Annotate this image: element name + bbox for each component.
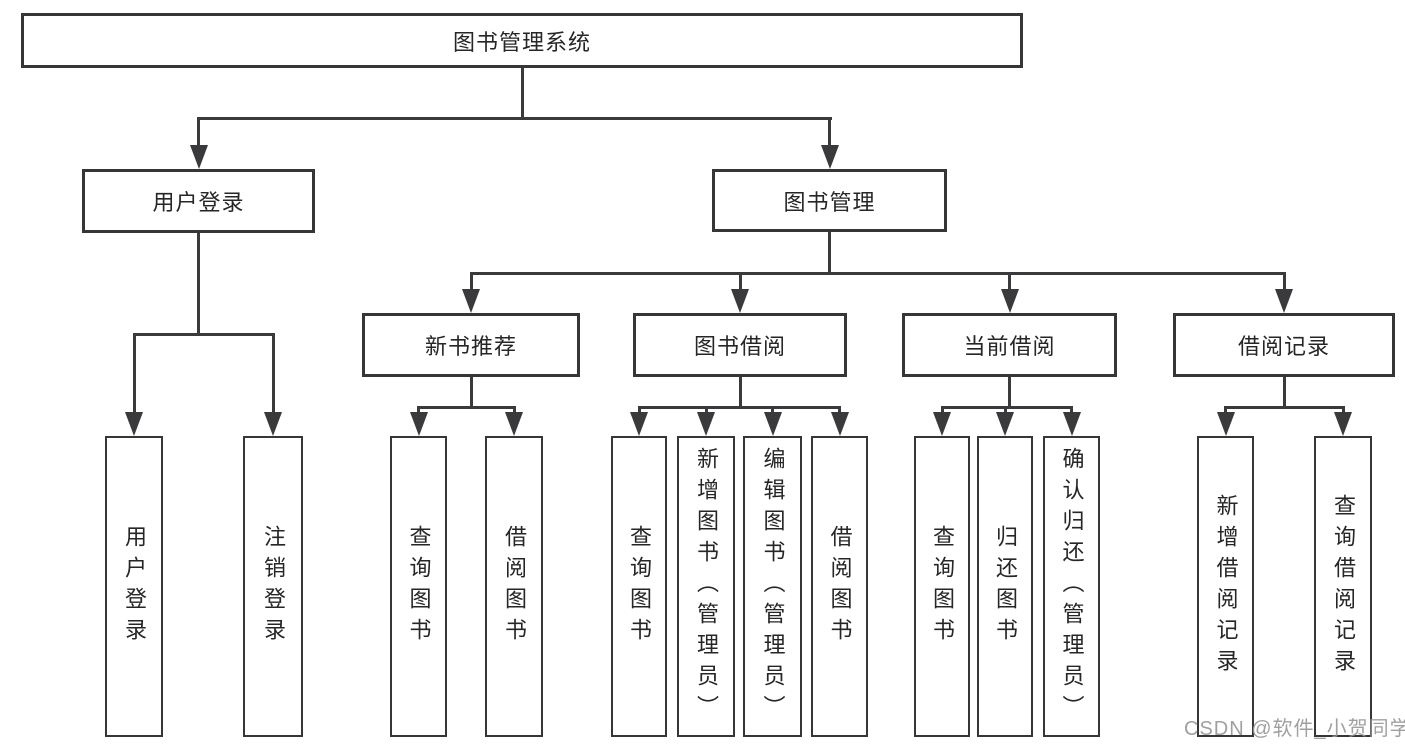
node-label: 图书管理 [783,189,876,215]
leaf-query-books-3: 查询图书 [914,436,970,737]
connector-drop [940,405,944,418]
connector-drop [738,271,742,294]
connector-stem [1008,377,1011,408]
connector-drop [838,405,841,418]
connector-drop [1224,405,1227,418]
node-label: 借阅记录 [1237,334,1330,359]
arrow-down-icon [830,412,849,436]
leaf-edit-books-admin: 编辑图书（管理员） [743,436,802,737]
connector-branch [1224,405,1345,409]
node-label: 注销登录 [261,524,286,649]
arrow-down-icon [1216,412,1235,436]
arrow-down-icon [933,412,951,436]
node-label: 借阅图书 [502,524,527,649]
arrow-down-icon [505,412,523,436]
node-label: 确认归还（管理员） [1059,447,1085,726]
leaf-borrow-books-1: 借阅图书 [485,436,543,737]
node-label: 查询图书 [627,524,652,649]
connector-drop [197,117,200,149]
connector-drop [771,405,774,418]
node-book-management: 图书管理 [712,169,947,232]
leaf-return-books: 归还图书 [977,436,1033,737]
node-label: 查询借阅记录 [1331,493,1356,680]
arrow-down-icon [264,412,282,436]
leaf-logout: 注销登录 [243,436,303,737]
node-label: 用户登录 [122,524,147,649]
connector-drop [1070,405,1073,418]
connector-drop [512,405,516,418]
arrow-down-icon [996,412,1014,436]
connector-branch [469,271,1286,275]
arrow-down-icon [763,412,782,436]
leaf-borrow-books-2: 借阅图书 [811,436,868,737]
csdn-watermark: CSDN @软件_小贺同学 [1184,718,1405,740]
leaf-add-borrow-record: 新增借阅记录 [1197,436,1254,737]
node-label: 新增借阅记录 [1213,493,1239,680]
arrow-down-icon [1062,412,1081,436]
node-book-borrowing: 图书借阅 [633,313,847,377]
connector-branch [417,405,516,409]
connector-stem [197,233,200,336]
leaf-query-borrow-record: 查询借阅记录 [1314,436,1372,737]
node-label: 归还图书 [993,524,1018,649]
node-label: 图书借阅 [693,334,786,359]
connector-stem [469,377,473,408]
arrow-down-icon [731,289,749,313]
connector-stem [1282,377,1286,408]
arrow-down-icon [409,412,428,436]
node-label: 新增图书（管理员） [694,447,719,726]
connector-drop [1003,405,1007,418]
leaf-user-login: 用户登录 [105,436,163,737]
arrow-down-icon [1334,412,1352,436]
arrow-down-icon [462,289,480,313]
node-label: 编辑图书（管理员） [760,447,786,726]
node-borrow-records: 借阅记录 [1173,313,1395,377]
connector-drop [271,333,275,415]
node-library-management-system: 图书管理系统 [21,13,1023,68]
leaf-query-books-2: 查询图书 [611,436,667,737]
leaf-confirm-return-admin: 确认归还（管理员） [1043,436,1100,737]
arrow-down-icon [1275,289,1293,313]
node-new-book-recommendation: 新书推荐 [362,313,580,377]
connector-drop [704,405,708,418]
leaf-query-books-1: 查询图书 [390,436,447,737]
connector-drop [637,405,641,418]
arrow-down-icon [125,412,143,436]
node-label: 新书推荐 [424,334,517,359]
arrow-down-icon [630,412,648,436]
connector-drop [828,117,831,149]
connector-drop [469,271,473,294]
connector-branch [940,405,1073,409]
arrow-down-icon [1000,289,1019,313]
connector-drop [1282,271,1286,294]
connector-drop [1341,405,1345,418]
connector-stem [828,232,831,274]
node-label: 查询图书 [930,524,955,649]
node-label: 查询图书 [406,524,432,649]
connector-branch [637,405,841,409]
leaf-add-books-admin: 新增图书（管理员） [677,436,735,737]
node-label: 借阅图书 [827,524,853,649]
arrow-down-icon [697,412,715,436]
arrow-down-icon [820,145,839,169]
connector-branch [197,117,832,120]
connector-stem [520,68,524,120]
arrow-down-icon [189,145,208,169]
node-label: 图书管理系统 [452,29,591,55]
connector-drop [1008,271,1011,294]
connector-drop [132,333,136,415]
node-user-login: 用户登录 [82,169,315,233]
node-current-borrowing: 当前借阅 [902,313,1117,377]
node-label: 当前借阅 [963,334,1056,359]
connector-stem [738,377,742,408]
connector-drop [417,405,420,418]
connector-branch [132,333,275,336]
node-label: 用户登录 [152,190,245,215]
